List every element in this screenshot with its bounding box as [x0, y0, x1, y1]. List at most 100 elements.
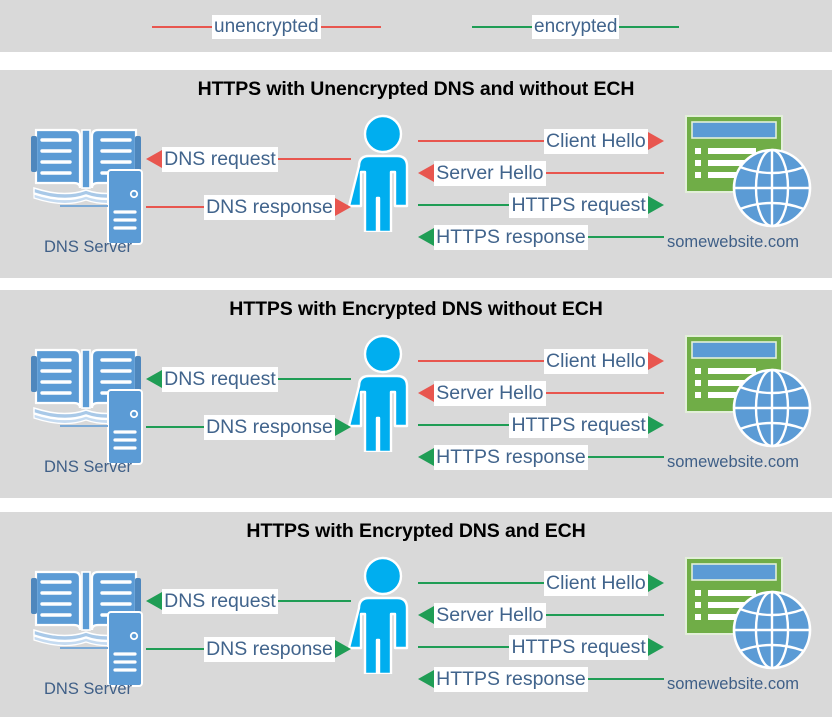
person-icon: [347, 556, 409, 676]
web-flow-arrowhead-3: [418, 228, 434, 246]
website-caption: somewebsite.com: [667, 453, 800, 471]
web-flow-arrowhead-0: [648, 132, 664, 150]
panel-title: HTTPS with Encrypted DNS and ECH: [246, 520, 586, 542]
web-flow-2: HTTPS request: [418, 192, 664, 218]
web-flow-label-1: Server Hello: [434, 160, 546, 186]
dns-flow-1: DNS response: [146, 636, 351, 662]
web-flow-arrowhead-2: [648, 638, 664, 656]
web-flow-arrowhead-2: [648, 196, 664, 214]
dns-flow-arrowhead-1: [335, 418, 351, 436]
server-tower-wrap: [102, 610, 154, 690]
person-icon: [347, 334, 409, 454]
web-flow-arrowhead-0: [648, 574, 664, 592]
legend-label-encrypted: encrypted: [532, 15, 620, 39]
web-flow-line-1: [545, 392, 664, 394]
web-flow-label-3: HTTPS response: [434, 224, 588, 250]
globe-glyph: [732, 148, 812, 228]
website-globe-icon: [685, 335, 812, 448]
dns-flow-arrowhead-0: [146, 150, 162, 168]
legend-item-encrypted: encrypted: [472, 14, 680, 40]
web-flow-line-1: [545, 614, 664, 616]
web-flow-label-2: HTTPS request: [509, 412, 648, 438]
dns-flow-line-0: [277, 600, 351, 602]
web-flow-label-1: Server Hello: [434, 602, 546, 628]
legend-label-unencrypted: unencrypted: [212, 15, 321, 39]
globe-glyph: [732, 368, 812, 448]
legend-line-encrypted-right: [619, 26, 680, 28]
dns-flow-label-1: DNS response: [204, 194, 335, 220]
legend-band: unencrypted encrypted: [0, 0, 832, 52]
dns-flow-label-1: DNS response: [204, 414, 335, 440]
client-person-wrap: [347, 334, 419, 454]
dns-flow-arrowhead-0: [146, 592, 162, 610]
website-caption: somewebsite.com: [667, 233, 800, 251]
web-flow-line-3: [587, 678, 664, 680]
legend-line-unencrypted-right: [320, 26, 381, 28]
web-flow-0: Client Hello: [418, 348, 664, 374]
server-tower-icon: [107, 169, 143, 245]
web-flow-line-0: [418, 582, 545, 584]
dns-flow-line-1: [146, 648, 205, 650]
website-icon-wrap: [684, 556, 814, 672]
client-person-wrap: [347, 114, 419, 234]
web-flow-label-0: Client Hello: [544, 128, 648, 154]
dns-flow-0: DNS request: [146, 588, 351, 614]
website-caption: somewebsite.com: [667, 675, 800, 693]
dns-flow-arrowhead-1: [335, 640, 351, 658]
web-flow-line-3: [587, 456, 664, 458]
web-flow-line-0: [418, 140, 545, 142]
website-icon-wrap: [684, 114, 814, 230]
web-flow-arrowhead-1: [418, 164, 434, 182]
globe-glyph: [732, 590, 812, 670]
web-flow-line-2: [418, 204, 510, 206]
web-flow-3: HTTPS response: [418, 444, 664, 470]
dns-flow-label-0: DNS request: [162, 588, 278, 614]
book-glyph: [31, 570, 141, 647]
server-link-line: [60, 425, 108, 427]
web-flow-arrowhead-1: [418, 384, 434, 402]
website-globe-icon: [685, 115, 812, 228]
legend-line-encrypted: [472, 26, 532, 28]
panel-title: HTTPS with Unencrypted DNS and without E…: [197, 78, 635, 100]
legend-item-unencrypted: unencrypted: [152, 14, 381, 40]
dns-flow-line-1: [146, 426, 205, 428]
web-flow-label-1: Server Hello: [434, 380, 546, 406]
dns-flow-0: DNS request: [146, 146, 351, 172]
web-flow-3: HTTPS response: [418, 224, 664, 250]
server-link-line: [60, 205, 108, 207]
dns-flow-line-1: [146, 206, 205, 208]
web-flow-label-2: HTTPS request: [509, 192, 648, 218]
web-flow-2: HTTPS request: [418, 634, 664, 660]
dns-flow-label-0: DNS request: [162, 366, 278, 392]
dns-flow-arrowhead-0: [146, 370, 162, 388]
web-flow-3: HTTPS response: [418, 666, 664, 692]
web-flow-label-3: HTTPS response: [434, 444, 588, 470]
dns-flow-0: DNS request: [146, 366, 351, 392]
server-link-line: [60, 647, 108, 649]
web-flow-1: Server Hello: [418, 380, 664, 406]
legend-line-unencrypted: [152, 26, 212, 28]
dns-flow-arrowhead-1: [335, 198, 351, 216]
dns-flow-line-0: [277, 378, 351, 380]
dns-server-caption: DNS Server: [44, 238, 133, 256]
web-flow-arrowhead-2: [648, 416, 664, 434]
web-flow-line-0: [418, 360, 545, 362]
website-icon-wrap: [684, 334, 814, 450]
dns-flow-line-0: [277, 158, 351, 160]
server-tower-wrap: [102, 168, 154, 248]
dns-server-caption: DNS Server: [44, 680, 133, 698]
dns-server-icon: [31, 570, 141, 647]
web-flow-label-0: Client Hello: [544, 348, 648, 374]
server-tower-icon: [107, 389, 143, 465]
web-flow-arrowhead-3: [418, 670, 434, 688]
web-flow-0: Client Hello: [418, 128, 664, 154]
website-globe-icon: [685, 557, 812, 670]
server-tower-wrap: [102, 388, 154, 468]
dns-flow-label-0: DNS request: [162, 146, 278, 172]
web-flow-label-0: Client Hello: [544, 570, 648, 596]
web-flow-line-3: [587, 236, 664, 238]
web-flow-0: Client Hello: [418, 570, 664, 596]
web-flow-arrowhead-0: [648, 352, 664, 370]
person-icon: [347, 114, 409, 234]
web-flow-2: HTTPS request: [418, 412, 664, 438]
